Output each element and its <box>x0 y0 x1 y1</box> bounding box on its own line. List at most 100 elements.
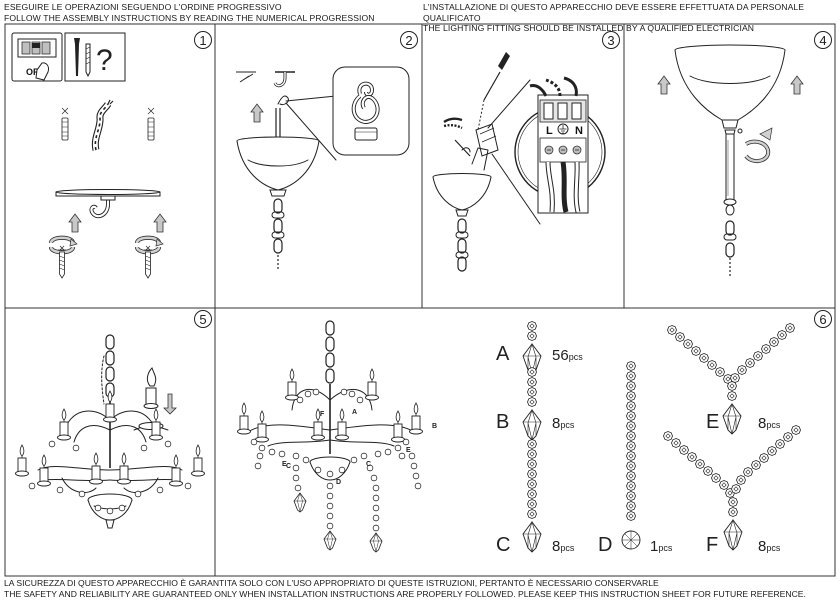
hanging-chain <box>271 198 285 270</box>
support-tube <box>723 133 737 216</box>
ceiling-canopy <box>432 173 492 217</box>
header-right: L'INSTALLAZIONE DI QUESTO APPARECCHIO DE… <box>423 2 840 34</box>
header-left: ESEGUIRE LE OPERAZIONI SEGUENDO L'ORDINE… <box>4 2 375 23</box>
cable-icon <box>91 99 114 151</box>
central-bowl <box>87 493 133 529</box>
part-c: C 8pcs <box>496 439 575 556</box>
point-label-c: C <box>366 461 371 468</box>
part-letter: B <box>496 411 509 433</box>
crystal-drop-icon <box>522 521 542 553</box>
step-numbers: 1 2 3 4 5 6 <box>194 31 832 328</box>
step-number-6: 6 <box>819 312 826 327</box>
point-label-b: B <box>432 423 437 430</box>
step2-illustration <box>236 66 410 270</box>
footer: LA SICUREZZA DI QUESTO APPARECCHIO È GAR… <box>4 578 806 599</box>
candle-icon <box>365 368 379 401</box>
callout-line <box>491 153 541 225</box>
part-quantity: 8pcs <box>758 415 781 432</box>
part-letter: E <box>706 411 719 433</box>
step5-chandelier-arms <box>15 334 205 529</box>
dressed-arms <box>247 389 415 447</box>
dressed-central-bowl <box>309 456 351 481</box>
terminal-block-small <box>475 123 499 157</box>
header-right-english: THE LIGHTING FITTING SHOULD BE INSTALLED… <box>423 23 755 33</box>
part-letter: A <box>496 343 510 365</box>
part-b: B 8pcs <box>496 367 575 441</box>
step-number-1: 1 <box>199 33 206 48</box>
footer-italian: LA SICUREZZA DI QUESTO APPARECCHIO È GAR… <box>4 578 659 588</box>
candle-icon <box>103 390 117 423</box>
part-f: F 8pcs <box>663 425 801 556</box>
step3-illustration: L N <box>432 52 606 272</box>
point-label-e: E <box>406 447 411 454</box>
step-badge-4: 4 <box>814 31 832 49</box>
parts-list: A 56pcs B 8pcs C 8pcs D <box>496 321 801 556</box>
candle-icon <box>15 444 29 477</box>
switch-off-label: OFF <box>26 67 44 77</box>
callout-line <box>487 79 531 129</box>
ceiling-plate <box>55 189 161 197</box>
part-d: D 1pcs <box>598 361 673 556</box>
garland-left <box>667 325 733 384</box>
step-number-2: 2 <box>405 33 412 48</box>
header-left-italian: ESEGUIRE LE OPERAZIONI SEGUENDO L'ORDINE… <box>4 2 282 12</box>
up-arrow-icon <box>68 213 82 233</box>
step1-illustration: OFF ? <box>11 32 167 279</box>
screwdriver-icon <box>477 52 510 131</box>
candle-icon <box>391 410 405 443</box>
power-off-icon: OFF <box>11 32 63 82</box>
panel-step-6 <box>214 307 836 577</box>
hanging-chain <box>101 334 115 468</box>
candle-icon <box>285 368 299 401</box>
terminal-neutral-label: N <box>575 125 583 137</box>
candle-icon <box>57 408 71 441</box>
garland-right <box>731 425 801 494</box>
hanging-chain <box>455 218 469 272</box>
locking-ring <box>724 128 743 135</box>
ceiling-canopy <box>236 136 320 197</box>
candle-icon <box>117 452 131 485</box>
candle-icon <box>409 402 423 435</box>
step-number-4: 4 <box>819 33 826 48</box>
candle-icon <box>89 452 103 485</box>
footer-english: THE SAFETY AND RELIABILITY ARE GUARANTEE… <box>4 588 806 599</box>
step5-chandelier-dressed: A B C D E F C E <box>237 320 437 553</box>
terminal-block-detail: L N <box>514 76 606 214</box>
candle-insert-detail <box>133 367 177 431</box>
step-number-3: 3 <box>607 33 614 48</box>
up-arrow-icon <box>250 103 264 123</box>
step4-illustration <box>657 44 804 276</box>
header-left-english: FOLLOW THE ASSEMBLY INSTRUCTIONS BY READ… <box>4 12 375 23</box>
tighten-rotate-icon <box>744 127 773 163</box>
panel-grid <box>4 23 836 577</box>
part-letter: D <box>598 534 612 556</box>
part-quantity: 8pcs <box>758 538 781 555</box>
candle-icon <box>169 454 183 487</box>
dressed-point-labels: A B C D E F C E <box>282 409 437 486</box>
part-letter: C <box>496 534 510 556</box>
step-number-5: 5 <box>199 312 206 327</box>
part-quantity: 56pcs <box>552 347 583 364</box>
point-label-a: A <box>352 409 357 416</box>
candle-icon <box>191 444 205 477</box>
step-badge-6: 6 <box>814 310 832 328</box>
hook-icon <box>89 195 116 219</box>
point-label-e-left: E <box>282 461 287 468</box>
tools-question-icon: ? <box>64 32 126 82</box>
step-badge-2: 2 <box>400 31 418 49</box>
candle-icon <box>237 402 251 435</box>
garland-left <box>663 431 735 498</box>
step-badge-5: 5 <box>194 310 212 328</box>
hanging-chain <box>325 320 335 454</box>
step-badge-1: 1 <box>194 31 212 49</box>
point-label-f: F <box>320 411 325 418</box>
hanging-chain <box>723 220 737 276</box>
terminal-live-label: L <box>546 125 553 137</box>
wire-cables <box>443 117 471 157</box>
garland-right <box>730 323 795 383</box>
part-e: E 8pcs <box>667 323 795 435</box>
hook-detail-callout <box>285 66 410 161</box>
chain-icon <box>275 95 289 138</box>
ceiling-canopy <box>674 44 786 129</box>
